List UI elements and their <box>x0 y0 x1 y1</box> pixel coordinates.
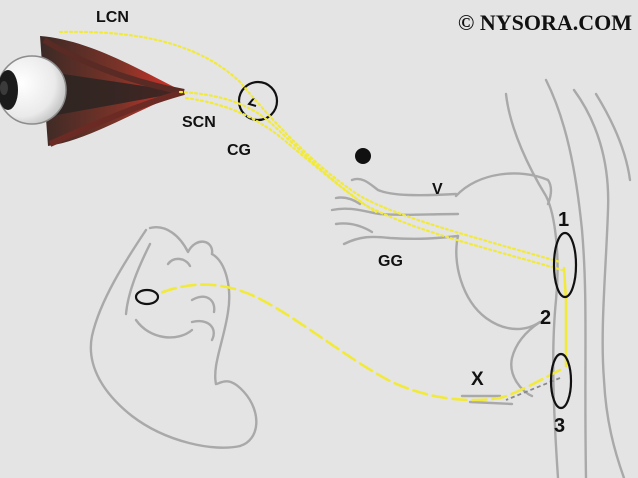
sa-node-ring <box>134 288 160 306</box>
ciliary-ganglion-mark <box>247 97 257 107</box>
label-lcn: LCN <box>96 9 129 26</box>
label-x: X <box>471 369 484 390</box>
black-dot-marker <box>355 148 371 164</box>
eyeball <box>0 55 67 125</box>
vagal-nucleus-ring <box>549 352 573 410</box>
label-scn: SCN <box>182 114 216 131</box>
trigeminal-nucleus-ring <box>552 231 578 299</box>
label-nucleus-2: 2 <box>540 307 551 329</box>
heart-outline <box>89 226 258 449</box>
label-nucleus-1: 1 <box>558 209 569 231</box>
label-nucleus-3: 3 <box>554 415 565 437</box>
afferent-nerve-pathway <box>58 30 564 272</box>
brainstem-outline <box>454 78 632 478</box>
label-v: V <box>432 181 443 198</box>
ciliary-ganglion-ring <box>237 80 279 122</box>
label-gg: GG <box>378 253 403 270</box>
eye-muscle-cone <box>36 36 185 147</box>
label-cg: CG <box>227 142 251 159</box>
efferent-nerve-pathway <box>156 266 568 402</box>
watermark-text: © NYSORA.COM <box>458 10 632 35</box>
trigeminal-ganglion-outline <box>330 177 460 246</box>
